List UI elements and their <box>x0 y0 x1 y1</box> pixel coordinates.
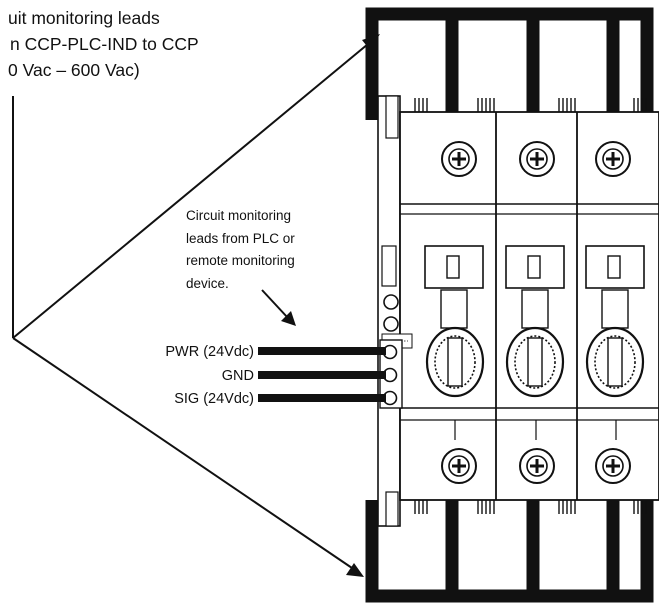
plc-pointer-line <box>261 289 289 319</box>
rail-window <box>381 245 397 287</box>
callout-top-line-1: uit monitoring leads <box>8 8 160 28</box>
arrowhead-bottom-icon <box>346 563 364 577</box>
wire-sig: SIG (24Vdc) <box>174 391 386 407</box>
wire-sig-label: SIG (24Vdc) <box>174 391 254 407</box>
leader-to-bottom <box>12 337 353 569</box>
plc-pointer-arrow-icon <box>281 311 296 326</box>
bottom-bus-bar <box>365 500 654 603</box>
breaker-assembly <box>365 7 659 603</box>
pole-3 <box>585 141 645 484</box>
callout-top: uit monitoring leads n CCP-PLC-IND to CC… <box>8 8 199 80</box>
top-comb-teeth <box>414 98 647 112</box>
pole-1 <box>424 141 485 484</box>
leader-to-top <box>12 43 369 339</box>
bottom-comb-teeth <box>414 500 647 514</box>
pole-2 <box>505 141 565 484</box>
rail-top-clip <box>385 95 399 139</box>
indicator-led-2-icon <box>383 316 399 332</box>
pole-2-handle <box>521 289 549 329</box>
callout-plc-line-4: device. <box>186 276 229 291</box>
callout-plc: Circuit monitoring leads from PLC or rem… <box>186 208 296 326</box>
pole-3-handle <box>601 289 629 329</box>
top-bus-bar <box>365 7 654 120</box>
pole-1-handle <box>440 289 468 329</box>
indicator-led-1-icon <box>383 294 399 310</box>
callout-top-line-3: 0 Vac – 600 Vac) <box>8 60 140 80</box>
leader-lines <box>12 34 380 577</box>
left-side-rail <box>377 95 401 527</box>
wire-gnd: GND <box>222 368 386 384</box>
wire-pwr: PWR (24Vdc) <box>165 344 386 360</box>
wire-pwr-label: PWR (24Vdc) <box>165 344 254 360</box>
callout-plc-line-2: leads from PLC or <box>186 231 295 246</box>
callout-plc-line-1: Circuit monitoring <box>186 208 291 223</box>
wire-gnd-label: GND <box>222 368 254 384</box>
rail-bottom-clip <box>385 491 399 527</box>
callout-top-line-2: n CCP-PLC-IND to CCP <box>10 34 199 54</box>
callout-plc-line-3: remote monitoring <box>186 253 295 268</box>
pole-1-handle-window <box>424 245 484 289</box>
